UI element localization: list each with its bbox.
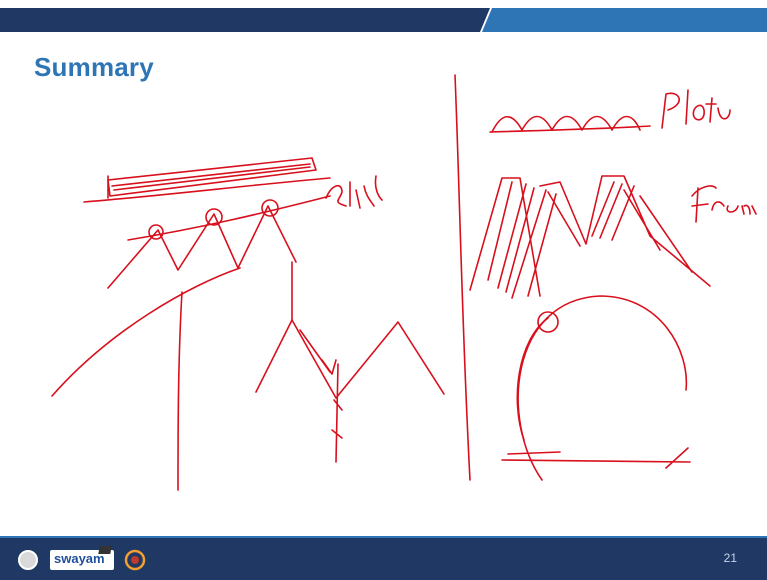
page-number: 21 bbox=[724, 551, 737, 565]
zigzag-sketch bbox=[108, 206, 296, 288]
hinge-circle-3 bbox=[262, 200, 278, 216]
annotation-frame bbox=[692, 186, 756, 222]
footer-bar bbox=[0, 538, 767, 580]
divider-stroke bbox=[455, 75, 470, 480]
graduation-cap-icon bbox=[98, 546, 111, 554]
annotation-plate bbox=[662, 90, 730, 128]
frame-left-panel bbox=[470, 178, 556, 298]
frame-right-panel bbox=[540, 176, 710, 286]
vertical-stroke bbox=[178, 292, 182, 490]
swayam-logo: swayam bbox=[50, 550, 114, 570]
plate-base bbox=[490, 126, 650, 132]
lower-zigzag bbox=[256, 320, 444, 398]
swayam-logo-text: swayam bbox=[54, 551, 105, 566]
arrow-stroke-3 bbox=[332, 364, 342, 462]
dome-inner-arc bbox=[517, 318, 548, 440]
sweep-curve bbox=[52, 268, 240, 396]
annotation-shift bbox=[326, 176, 382, 208]
hinge-circle-2 bbox=[206, 209, 222, 225]
national-emblem-logo bbox=[18, 550, 38, 570]
dome-top-circle bbox=[538, 312, 558, 332]
nptel-logo bbox=[124, 548, 146, 572]
beam-line bbox=[84, 178, 330, 202]
hinge-line bbox=[128, 196, 330, 240]
